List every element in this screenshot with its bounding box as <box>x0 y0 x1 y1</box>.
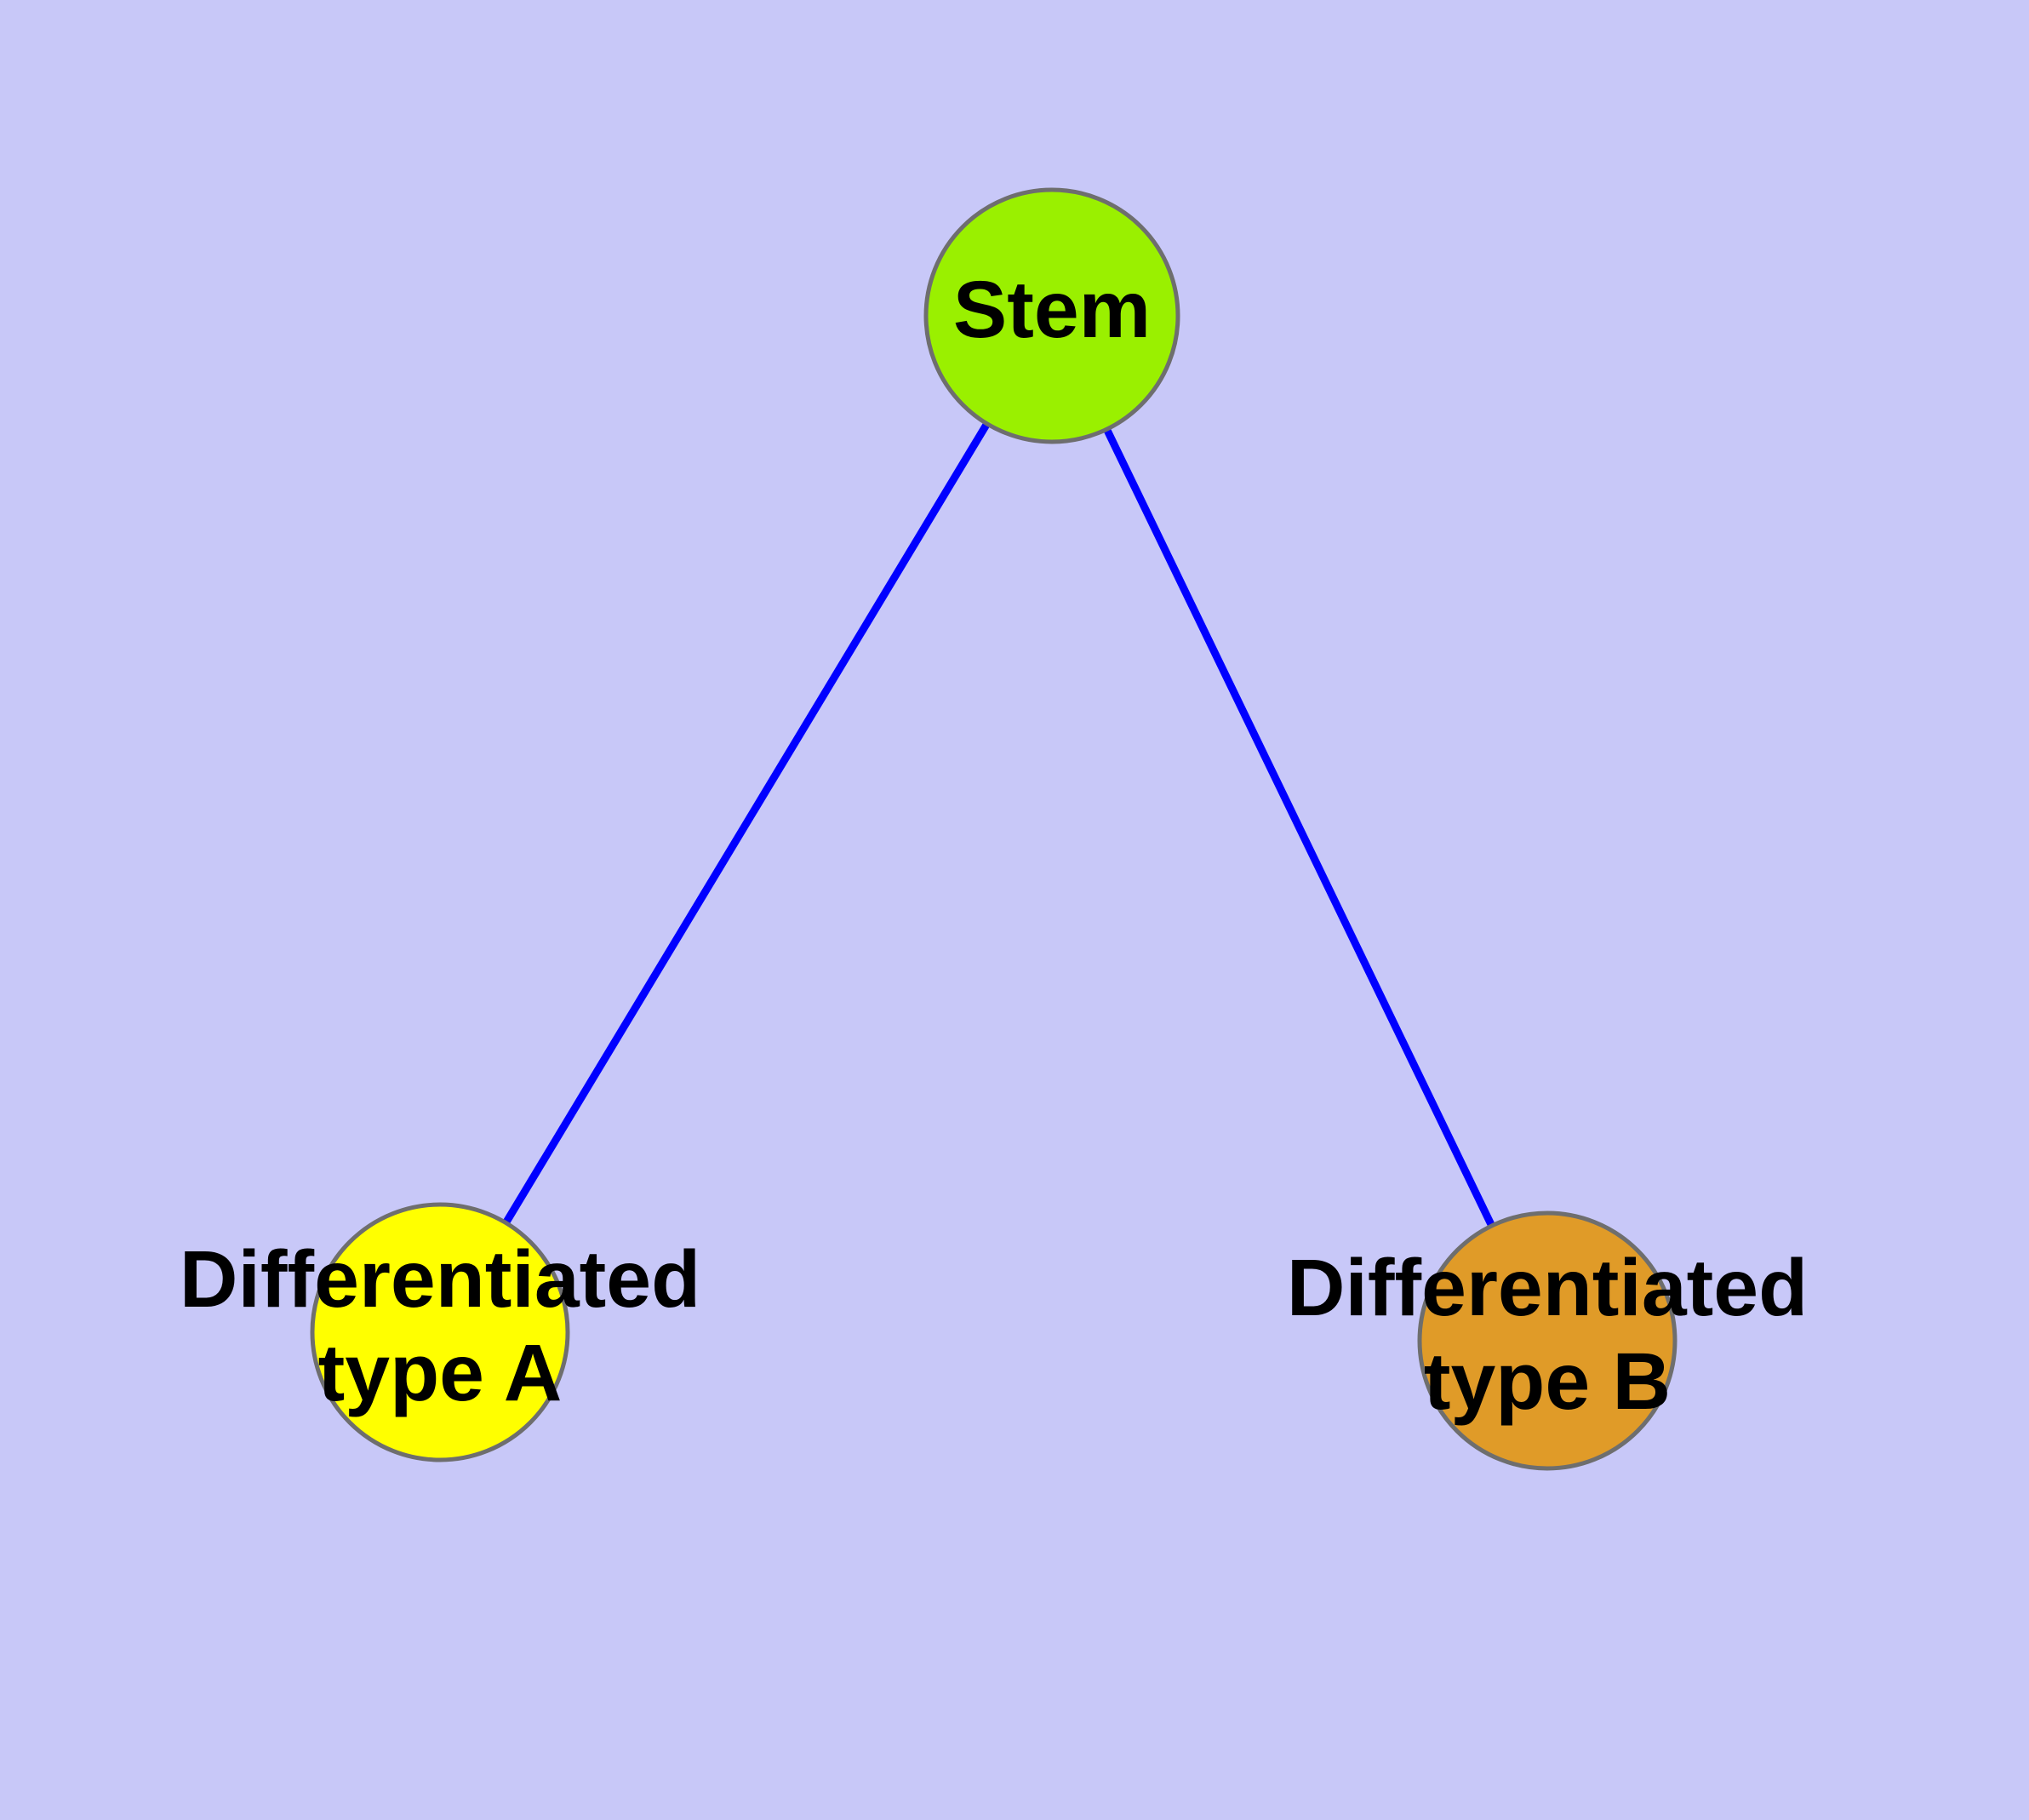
node-label-line: Differentiated <box>1287 1243 1808 1333</box>
node-label-line: type B <box>1424 1336 1671 1427</box>
node-circle-diff-type-b[interactable] <box>1417 1210 1677 1471</box>
node-circle-stem[interactable] <box>923 187 1180 444</box>
node-label-stem: Stem <box>953 265 1151 355</box>
node-circle-diff-type-a[interactable] <box>310 1202 570 1462</box>
edges-layer <box>437 313 1552 1342</box>
node-label-line: type A <box>318 1328 563 1418</box>
node-label-line: Stem <box>953 265 1151 355</box>
graph-edge-stem-to-b[interactable] <box>1048 314 1552 1342</box>
graph-edge-stem-to-a[interactable] <box>437 313 1055 1335</box>
node-label-line: Differentiated <box>180 1234 700 1325</box>
graph-node-stem[interactable]: Stem <box>923 187 1180 444</box>
